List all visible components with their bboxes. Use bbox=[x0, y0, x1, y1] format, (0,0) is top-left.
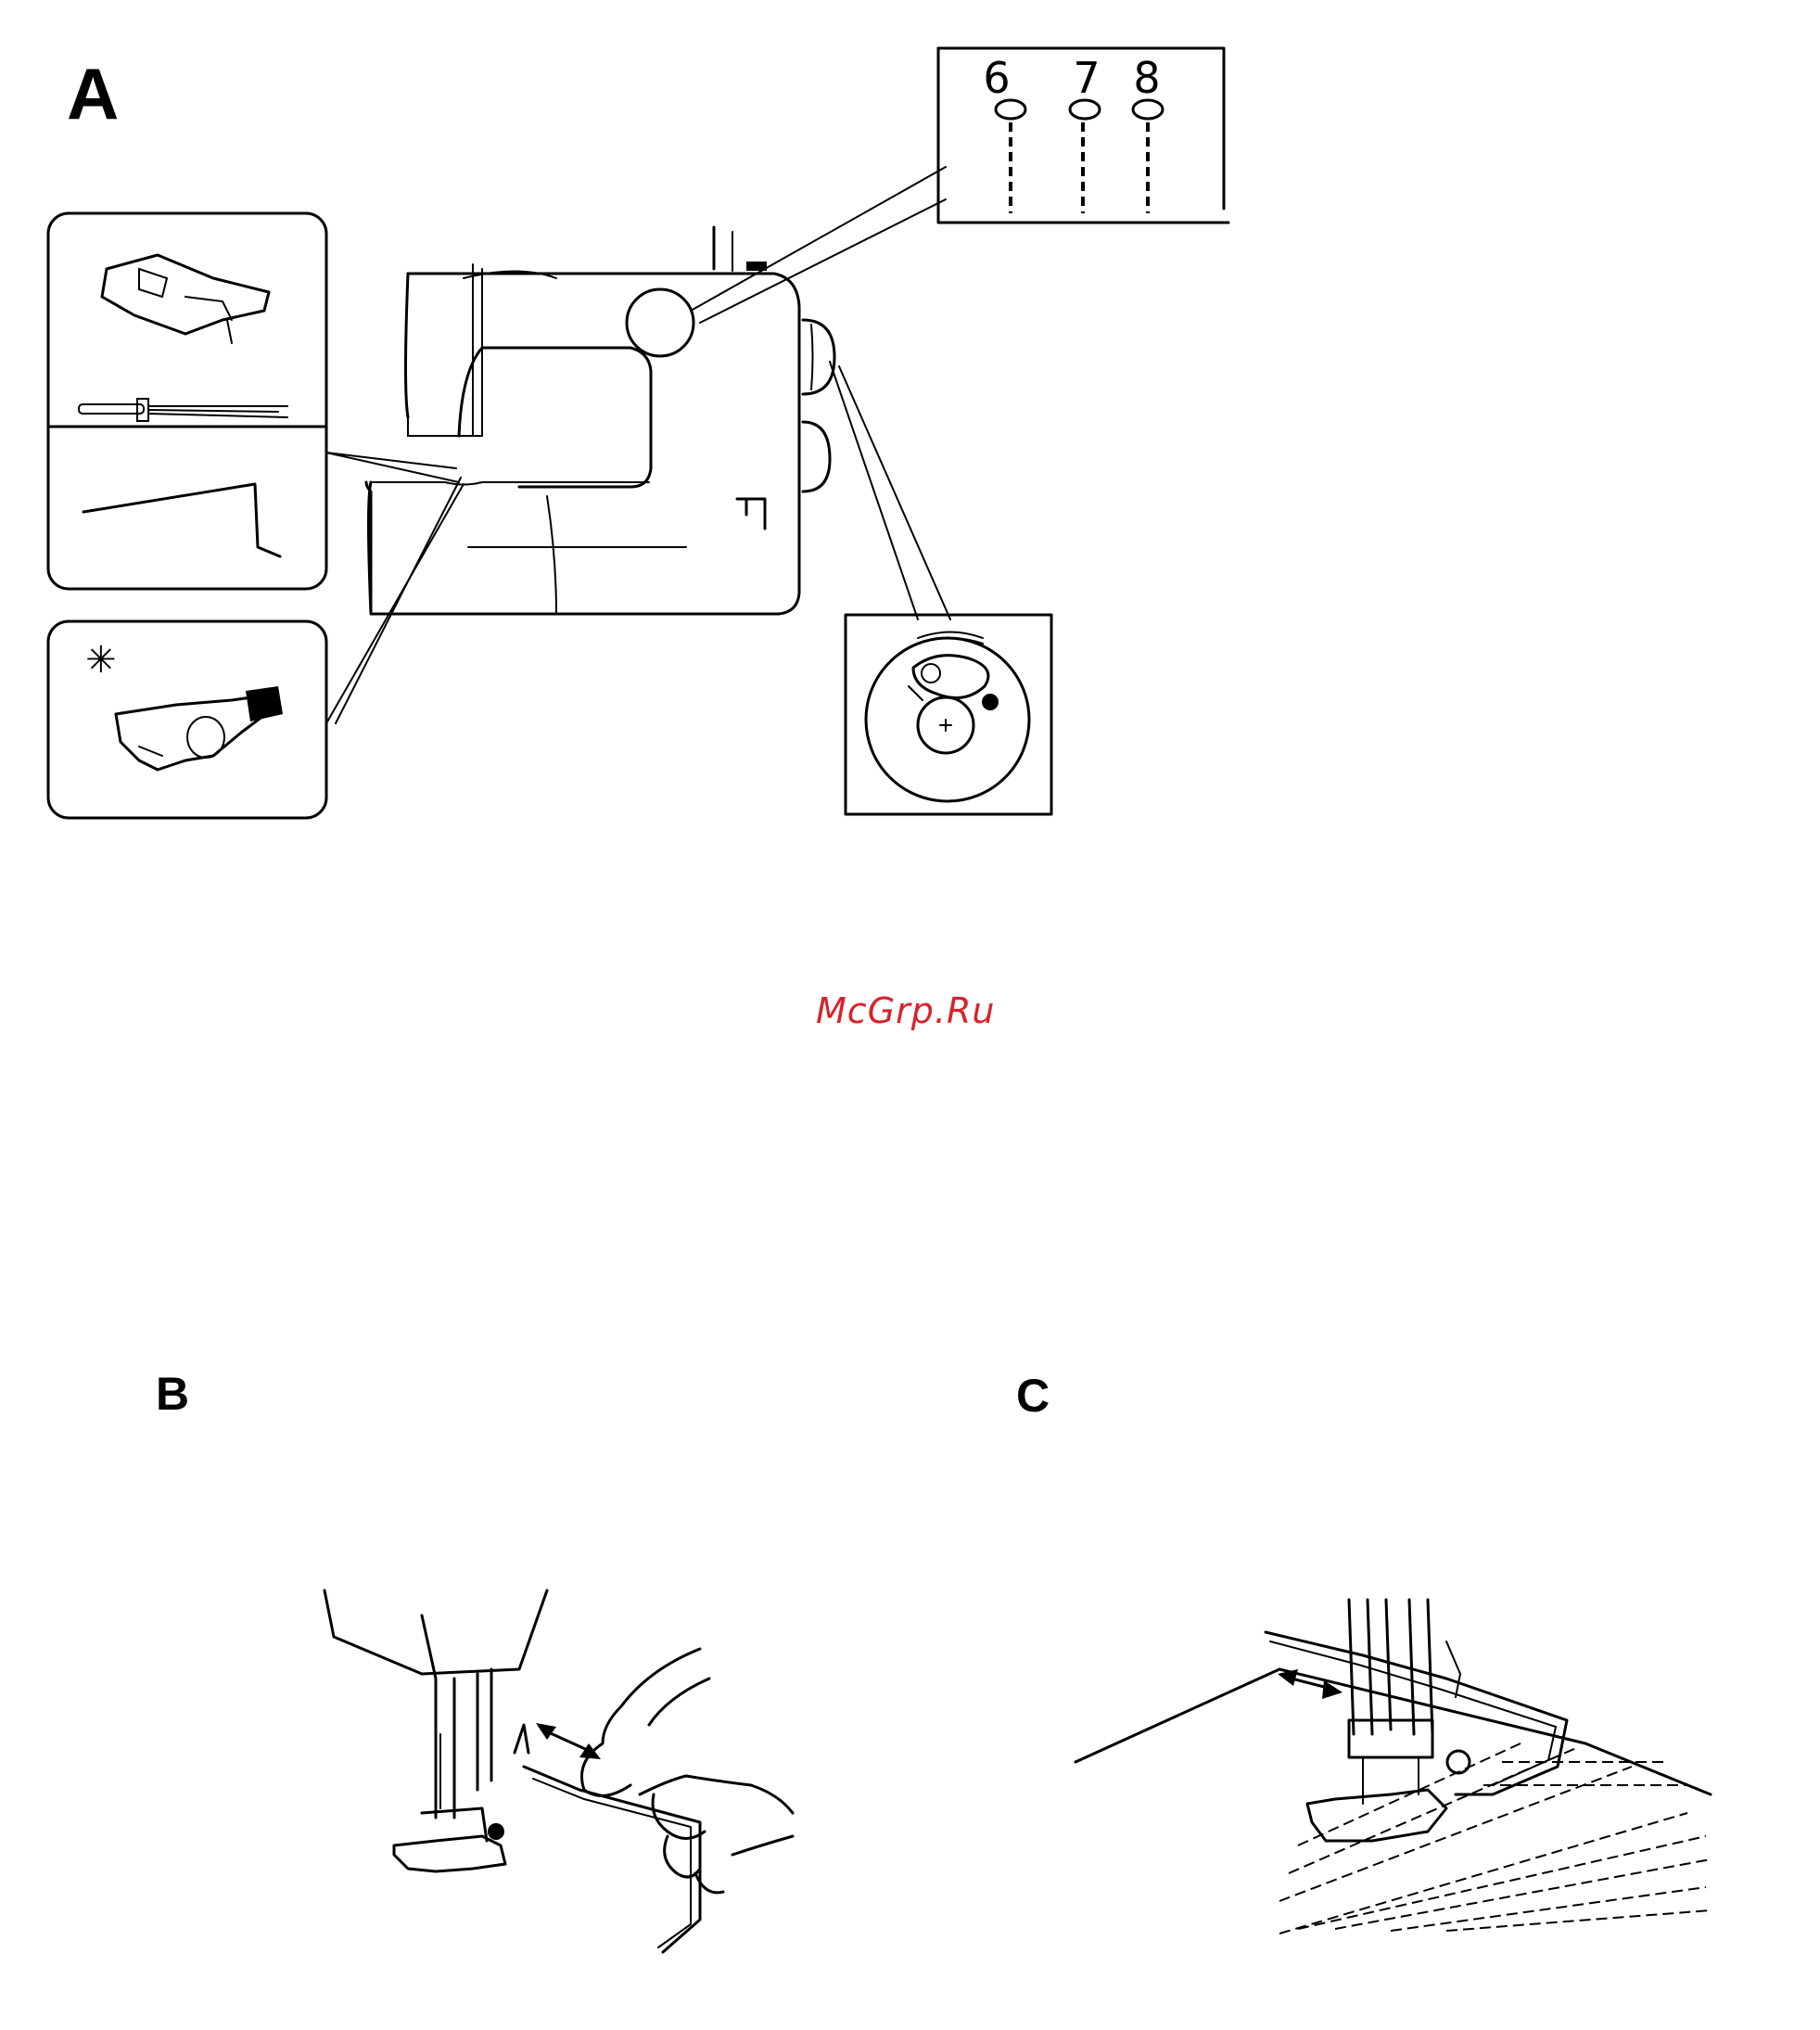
guide-arrow-icon bbox=[1278, 1669, 1343, 1699]
stitch-position-7: 7 bbox=[1070, 53, 1101, 213]
twin-needle-icon bbox=[79, 399, 287, 421]
figure-c-illustration bbox=[1075, 1600, 1711, 1934]
hand-drawing bbox=[582, 1649, 794, 1893]
presser-foot-icon bbox=[102, 255, 269, 343]
edge-guide-icon bbox=[83, 484, 280, 556]
handwheel-inset bbox=[846, 615, 1051, 814]
optional-foot-panel: ✳ bbox=[48, 621, 326, 818]
sewing-machine-drawing bbox=[326, 167, 950, 723]
stitch-position-8: 8 bbox=[1133, 53, 1163, 213]
quilting-foot-icon bbox=[116, 686, 283, 770]
accessories-panel bbox=[48, 213, 326, 589]
stitch-rows bbox=[1279, 1743, 1711, 1934]
stitch-dial bbox=[627, 289, 694, 356]
stitch-selector-inset: 6 7 8 bbox=[938, 48, 1228, 223]
figure-a-illustration: ✳ bbox=[48, 48, 1228, 818]
optional-marker: ✳ bbox=[85, 639, 117, 682]
stitch-number-8: 8 bbox=[1133, 53, 1160, 103]
stitch-number-7: 7 bbox=[1073, 53, 1100, 103]
stitch-position-6: 6 bbox=[983, 53, 1025, 213]
figure-b-illustration bbox=[325, 1590, 793, 1952]
stitch-number-6: 6 bbox=[983, 53, 1010, 103]
